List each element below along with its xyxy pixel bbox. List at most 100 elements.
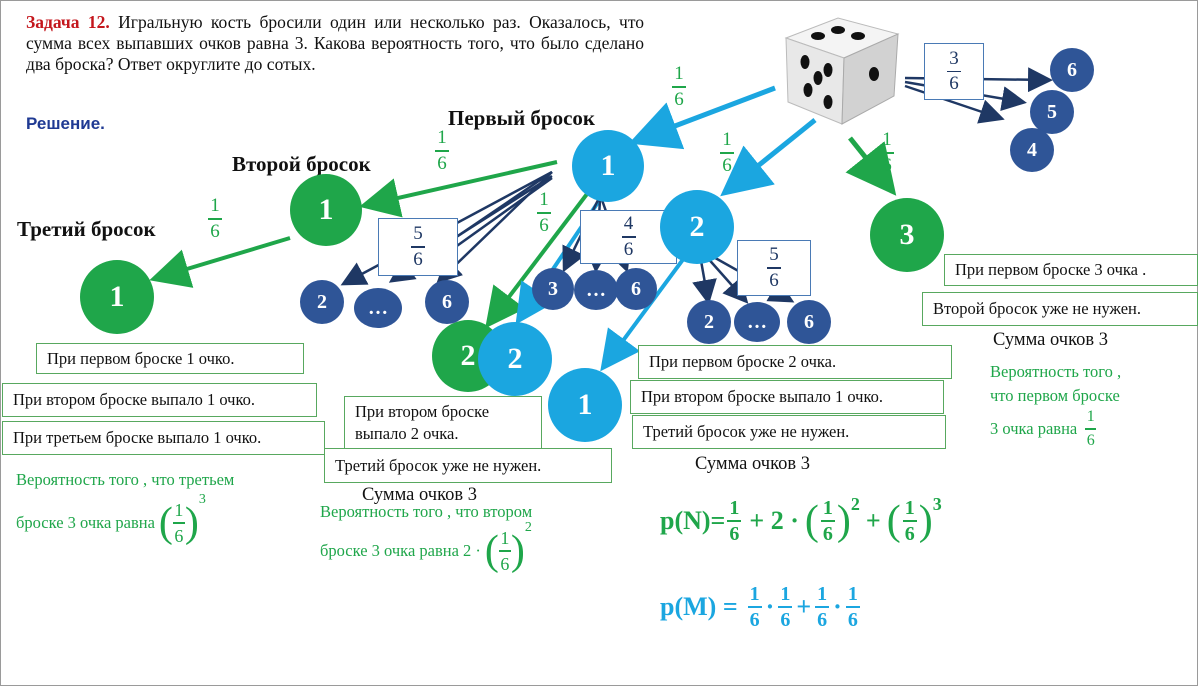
frac-num: 1 <box>1086 408 1095 425</box>
note-right-line1: Вероятность того , <box>990 362 1122 381</box>
frac-num: 1 <box>780 583 791 605</box>
frac-num: 1 <box>729 497 740 519</box>
frac-den: 6 <box>539 214 549 236</box>
arrow-die-to-1 <box>628 85 776 150</box>
frac-num: 1 <box>817 583 828 605</box>
frac-num: 1 <box>822 497 833 519</box>
arrow-die-to-3 <box>845 136 897 196</box>
heading-third-throw: Третий бросок <box>17 217 156 241</box>
frac-num: 1 <box>674 63 684 84</box>
frac-den: 6 <box>674 88 684 110</box>
frac-den: 6 <box>413 248 423 270</box>
frac-den: 6 <box>882 154 892 176</box>
formula-pN-exp1: 2 <box>850 494 860 514</box>
sum-label-right: Сумма очков 3 <box>993 330 1108 350</box>
frac-num: 5 <box>413 223 423 245</box>
node-second-throw-1: 1 <box>290 174 362 246</box>
info-box-right-2: Второй бросок уже не нужен. <box>922 292 1198 326</box>
problem-text: Игральную кость бросили один или несколь… <box>26 12 645 74</box>
info-box-mid-1-line2: выпало 2 очка. <box>355 424 459 443</box>
formula-pM-dot: · <box>833 592 842 621</box>
node-right-5: 5 <box>1030 90 1074 134</box>
formula-pN-term: + 2 · <box>749 506 799 535</box>
info-box-cr-2: При втором броске выпало 1 очко. <box>630 380 944 414</box>
sum-label-middle: Сумма очков 3 <box>362 485 477 505</box>
frac-num: 1 <box>749 583 760 605</box>
info-box-cr-1: При первом броске 2 очка. <box>638 345 952 379</box>
frac-num: 1 <box>174 500 184 520</box>
frac-num: 5 <box>769 244 779 266</box>
info-box-cr-3: Третий бросок уже не нужен. <box>632 415 946 449</box>
frac-den: 6 <box>749 609 760 631</box>
info-box-right-1: При первом броске 3 очка . <box>944 254 1198 286</box>
formula-pM-plus: + <box>796 592 812 621</box>
node-right-4: 4 <box>1010 128 1054 172</box>
note-left-line1: Вероятность того , что третьем <box>16 470 235 489</box>
note-left-text: броске 3 очка равна <box>16 512 155 532</box>
heading-second-throw: Второй бросок <box>232 152 371 176</box>
info-box-left-1: При первом броске 1 очко. <box>36 343 304 374</box>
arrow-1-to-green-2 <box>485 188 592 329</box>
node-branch2-dots: … <box>574 270 618 310</box>
node-right-6: 6 <box>1050 48 1094 92</box>
info-box-left-2: При втором броске выпало 1 очко. <box>2 383 317 417</box>
node-branch1-2: 2 <box>300 280 344 324</box>
formula-pN-label: p(N)= <box>660 506 726 535</box>
formula-pN-plus: + <box>865 506 881 535</box>
frac-num: 1 <box>500 528 510 548</box>
node-first-throw-1: 1 <box>572 130 644 202</box>
frac-den: 6 <box>817 609 828 631</box>
node-branch3-dots: … <box>734 302 780 342</box>
frac-den: 6 <box>210 220 220 242</box>
frac-den: 6 <box>174 525 184 546</box>
frac-num: 3 <box>949 47 959 69</box>
frac-den: 6 <box>623 238 634 260</box>
info-box-mid-1: При втором броске выпало 2 очка. <box>344 396 542 450</box>
frac-num: 4 <box>623 213 634 235</box>
note-mid-text: броске 3 очка равна 2 · <box>320 540 481 560</box>
info-box-left-3: При третьем броске выпало 1 очко. <box>2 421 325 455</box>
frac-den: 6 <box>729 523 740 545</box>
frac-den: 6 <box>780 609 791 631</box>
frac-num: 1 <box>539 189 549 210</box>
frac-num: 1 <box>904 497 915 519</box>
node-cyan-2: 2 <box>478 322 552 396</box>
node-branch1-dots: … <box>354 288 402 328</box>
arrow-die-to-2 <box>720 118 817 197</box>
node-first-throw-2: 2 <box>660 190 734 264</box>
node-branch1-6: 6 <box>425 280 469 324</box>
frac-den: 6 <box>822 523 833 545</box>
node-branch3-6: 6 <box>787 300 831 344</box>
note-right-text: 3 очка равна <box>990 418 1078 438</box>
frac-den: 6 <box>904 523 915 545</box>
node-branch3-2: 2 <box>687 300 731 344</box>
frac-num: 1 <box>882 129 892 150</box>
node-third-throw-1: 1 <box>80 260 154 334</box>
problem-statement: Задача 12. Игральную кость бросили один … <box>26 12 644 75</box>
frac-num: 1 <box>437 127 447 148</box>
formula-pM-dot: · <box>765 592 775 621</box>
heading-first-throw: Первый бросок <box>448 106 596 130</box>
frac-den: 6 <box>949 73 959 95</box>
node-cyan-1: 1 <box>548 368 622 442</box>
arrow-second-1-to-third-1 <box>149 236 291 288</box>
